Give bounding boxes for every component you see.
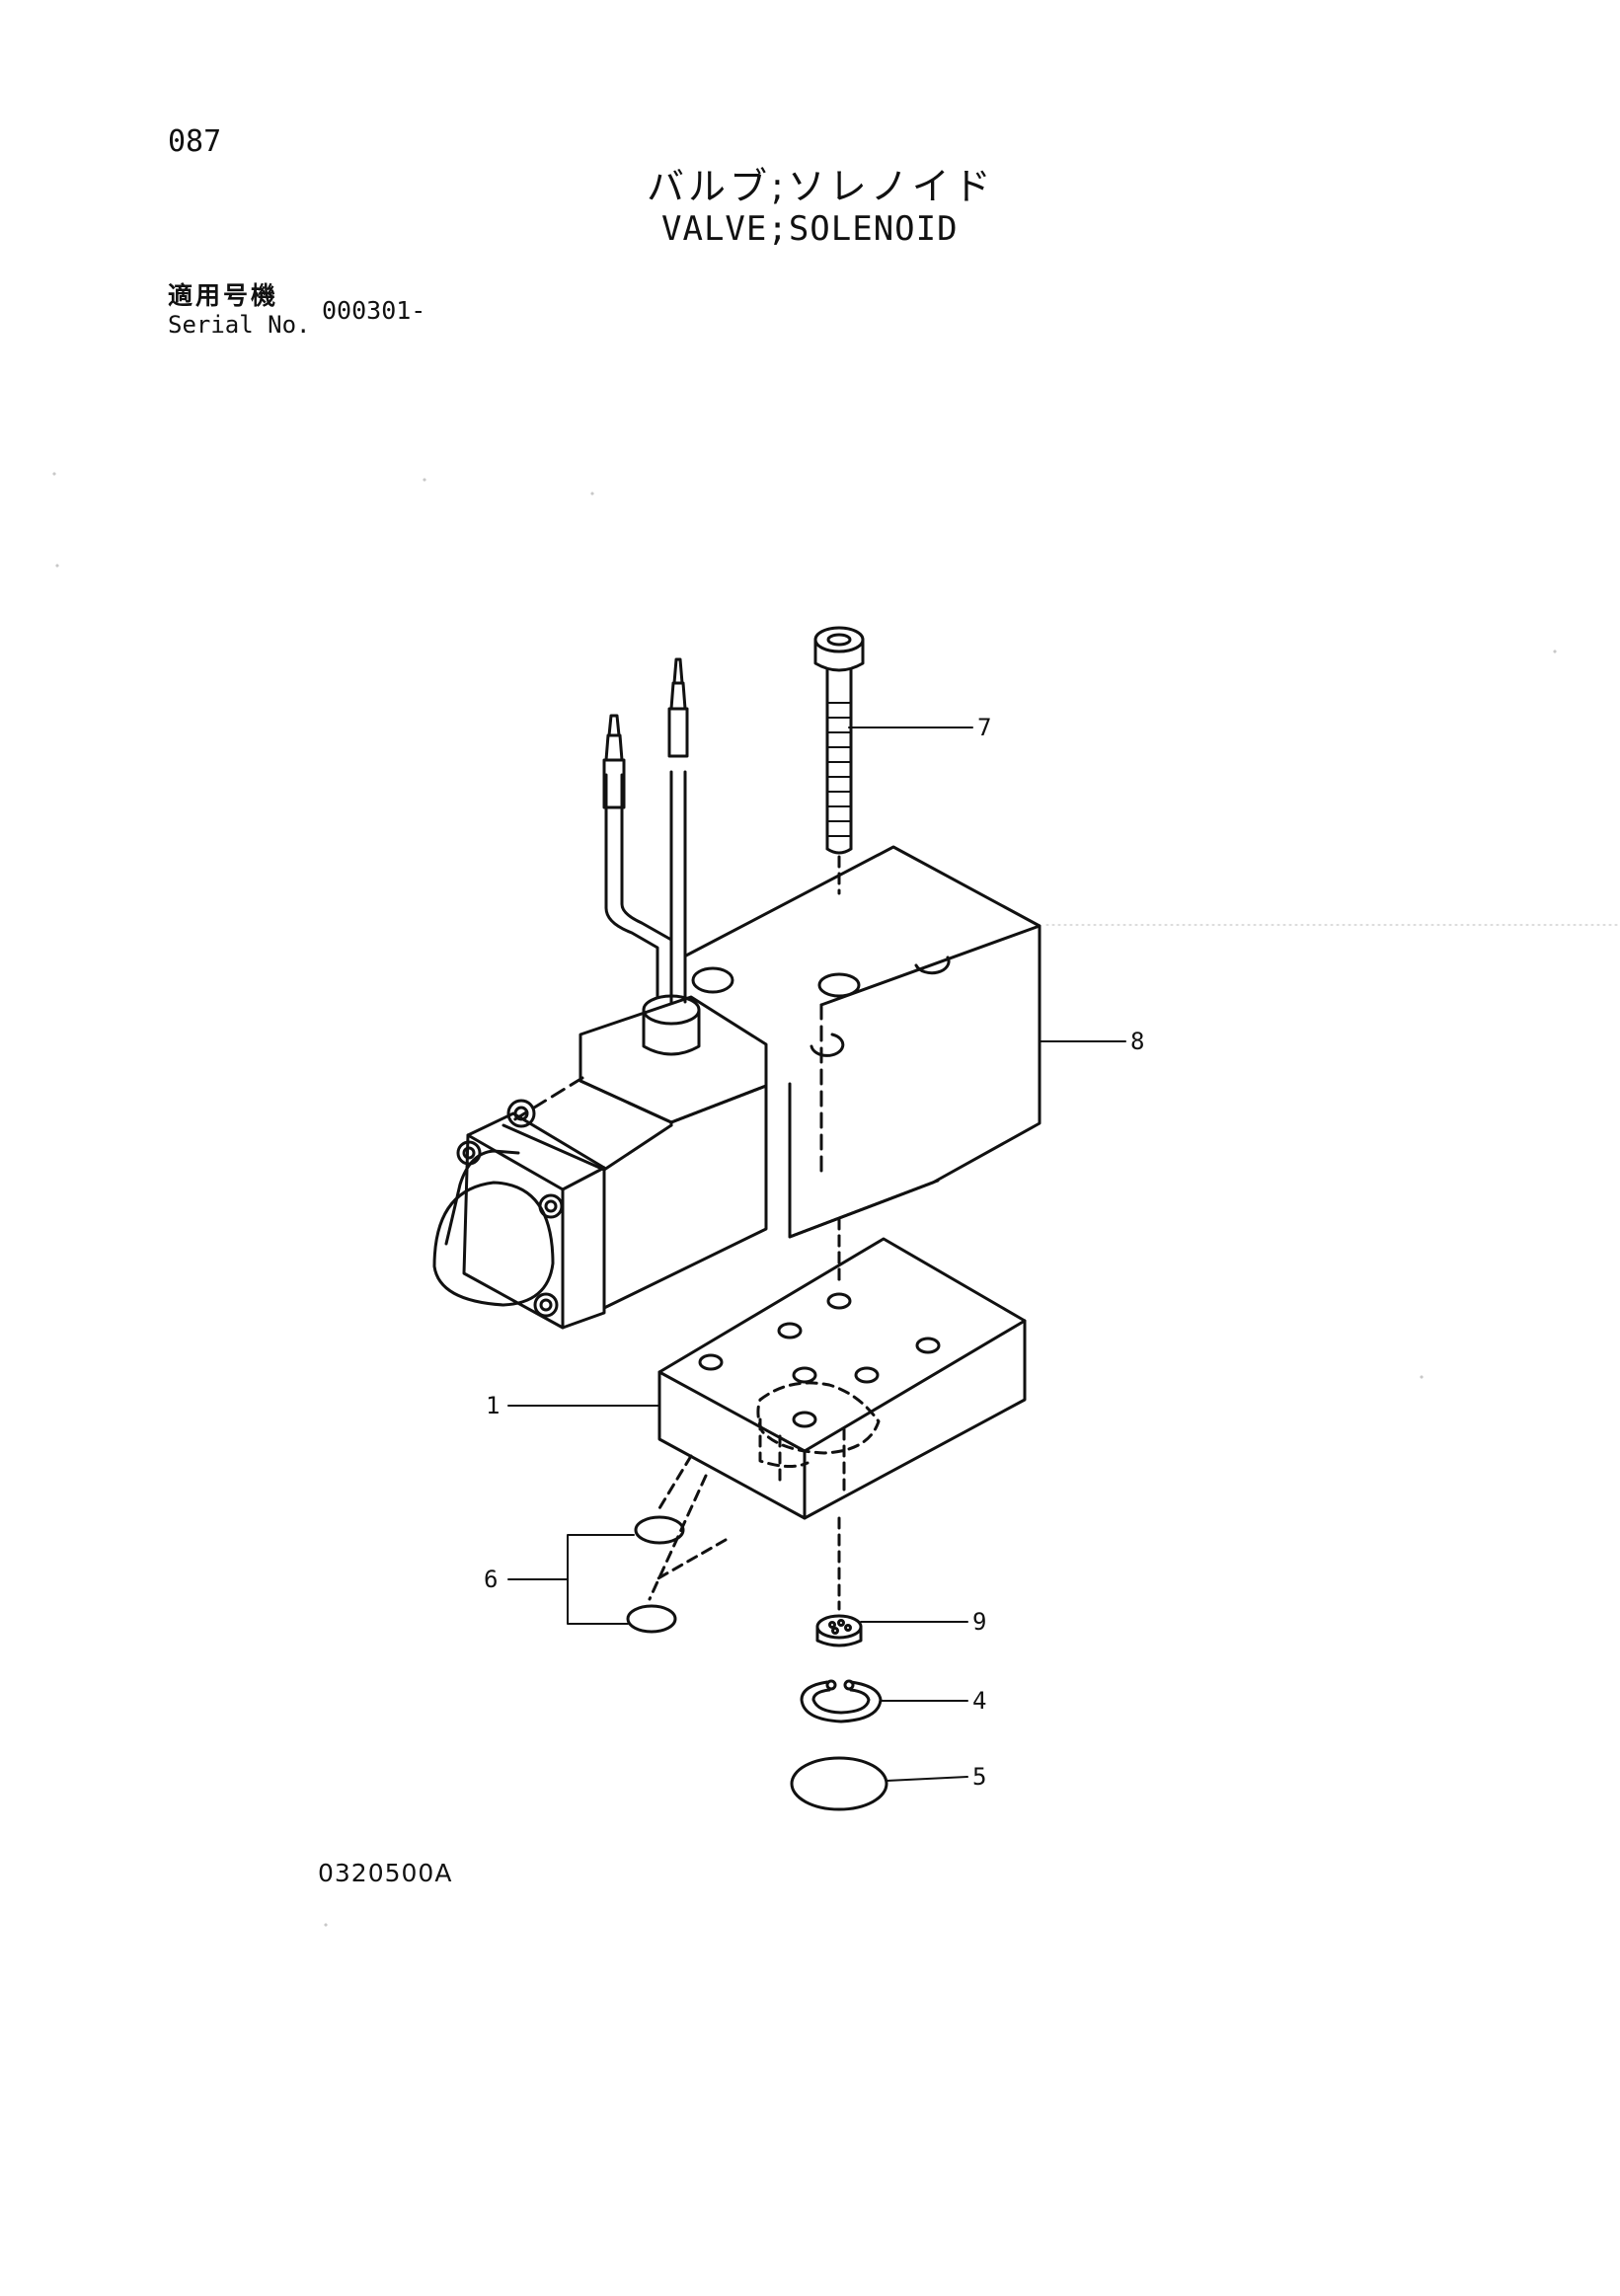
part-6-o-rings bbox=[626, 1454, 728, 1634]
drawing-code: 0320500A bbox=[318, 1859, 453, 1887]
callout-8: 8 bbox=[1130, 1028, 1144, 1055]
solenoid-wire-leads bbox=[602, 657, 689, 1004]
part-4-snap-ring bbox=[800, 1679, 883, 1723]
part-8-valve-block bbox=[684, 845, 1041, 1239]
title-japanese: バルブ;ソレノイド bbox=[647, 165, 995, 208]
solenoid-end-housing bbox=[432, 1099, 606, 1330]
callout-5: 5 bbox=[972, 1763, 986, 1791]
part-5-disc bbox=[790, 1756, 888, 1811]
serial-label-english: Serial No. bbox=[168, 311, 311, 339]
serial-label-japanese: 適用号機 bbox=[168, 281, 279, 310]
leader-lines bbox=[507, 727, 1126, 1782]
scan-specks bbox=[52, 472, 1620, 1927]
solenoid-coil bbox=[501, 994, 768, 1310]
serial-number-value: 000301- bbox=[322, 296, 426, 325]
title-english: VALVE;SOLENOID bbox=[661, 209, 959, 249]
page-number: 087 bbox=[168, 124, 222, 159]
callout-1: 1 bbox=[486, 1392, 500, 1419]
callout-6: 6 bbox=[484, 1566, 498, 1593]
callout-7: 7 bbox=[977, 714, 991, 741]
callout-4: 4 bbox=[972, 1687, 986, 1715]
part-9-filter bbox=[815, 1614, 863, 1647]
callout-9: 9 bbox=[972, 1608, 986, 1636]
part-1-base-block bbox=[657, 1237, 1027, 1520]
part-7-bolt bbox=[813, 626, 865, 855]
